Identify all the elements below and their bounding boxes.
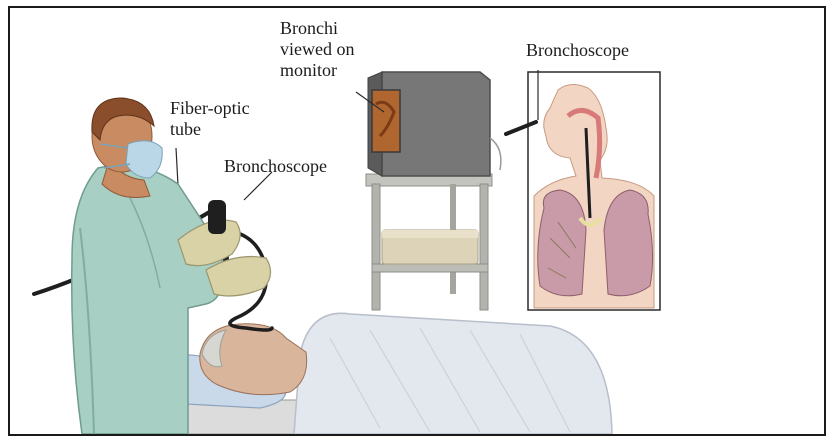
label-fiber-optic-tube: Fiber-optic tube [170, 98, 250, 140]
illustration-frame: Bronchi viewed on monitor Fiber-optic tu… [8, 6, 826, 436]
anatomy-inset [506, 72, 660, 310]
label-bronchoscope-inset: Bronchoscope [526, 40, 629, 61]
label-bronchi-on-monitor: Bronchi viewed on monitor [280, 18, 354, 81]
left-lung [538, 190, 586, 296]
monitor [368, 72, 501, 176]
label-bronchoscope: Bronchoscope [224, 156, 327, 177]
bronchoscope-handle [208, 200, 226, 234]
bed-sheet [294, 313, 612, 434]
right-lung [604, 190, 653, 296]
monitor-screen [372, 90, 400, 152]
monitor-cart [366, 174, 492, 310]
patient [200, 324, 307, 395]
bronchoscopy-illustration [10, 8, 824, 434]
